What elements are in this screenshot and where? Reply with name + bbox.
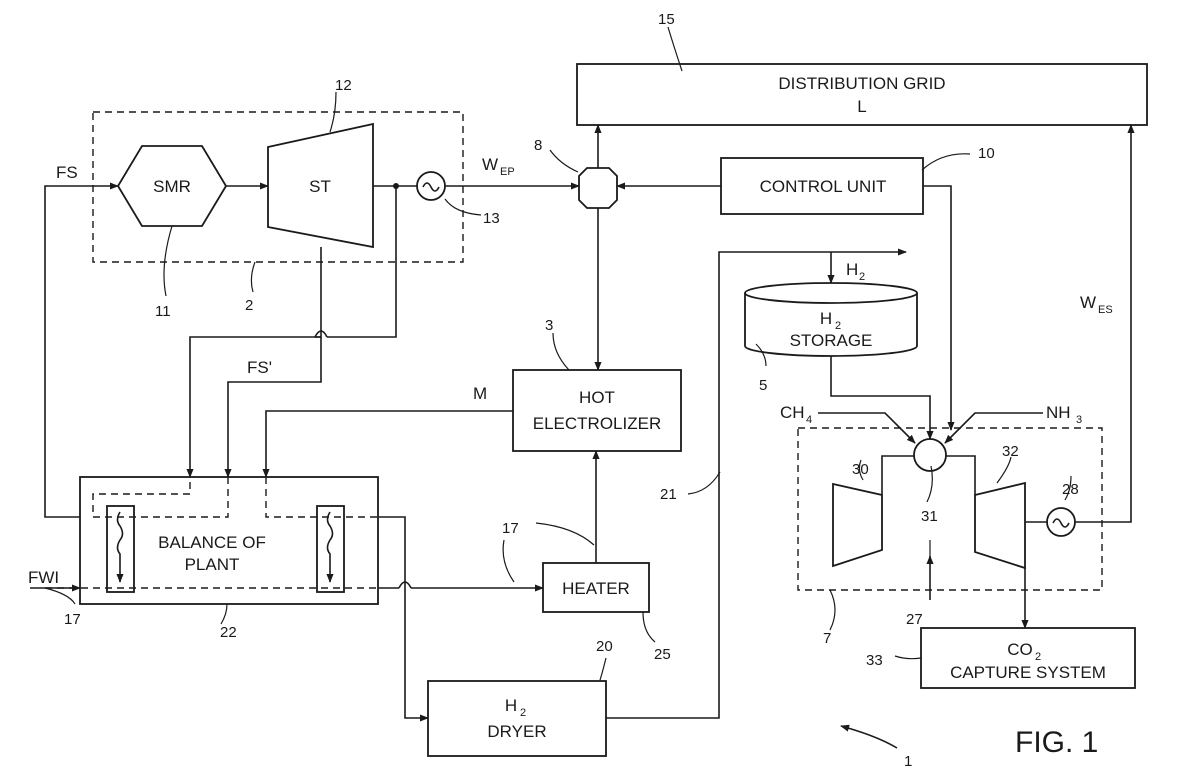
fs-label: FS [56,163,78,182]
storage-to-combustor-line [831,356,930,439]
combustor-31 [914,439,946,471]
co2-capture-label-2: CAPTURE SYSTEM [950,663,1106,682]
nh3-label: NH [1046,403,1071,422]
co2-capture-label-1: CO [1007,640,1033,659]
wes-label: W [1080,293,1096,312]
ref-17a-leader [45,588,75,604]
ref-27: 27 [906,611,923,628]
wes-label-sub: ES [1098,304,1113,316]
h2-dryer-box [428,681,606,756]
hot-electrolizer-box [513,370,681,451]
ref-31: 31 [921,508,938,525]
ref-2: 2 [245,297,253,314]
ch4-label: CH [780,403,805,422]
balance-of-plant-label-1: BALANCE OF [158,533,266,552]
h2-dryer-label-sub: 2 [520,707,526,719]
ref-20: 20 [596,638,613,655]
ref-28: 28 [1062,481,1079,498]
ref-8: 8 [534,137,542,154]
co2-capture-label-sub: 2 [1035,651,1041,663]
ref-5: 5 [759,377,767,394]
ref-15: 15 [658,11,675,28]
h2-header-label: H [846,260,858,279]
h2-dryer-label-1: H [505,696,517,715]
h2-storage-tank-top [745,283,917,303]
bop-to-dryer-line [378,517,428,718]
h2-storage-label-2: STORAGE [790,331,873,350]
wep-label: W [482,155,498,174]
ref-arrow-1 [841,726,897,748]
smr-label: SMR [153,177,191,196]
ch4-label-sub: 4 [806,414,812,426]
heater-label: HEATER [562,579,630,598]
ref-1: 1 [904,753,912,770]
steam-turbine-label: ST [309,177,331,196]
ref-13: 13 [483,210,500,227]
wep-label-sub: EP [500,166,515,178]
fs-prime-label: FS' [247,358,272,377]
ref-32: 32 [1002,443,1019,460]
fs-feed-line [45,186,118,517]
m-stream-line [266,411,513,477]
h2-header-label-sub: 2 [859,271,865,283]
m-label: M [473,384,487,403]
ref-3: 3 [545,317,553,334]
wes-power-line [1075,125,1131,522]
ref-12: 12 [335,77,352,94]
control-unit-label: CONTROL UNIT [760,177,887,196]
compressor-30 [833,484,882,566]
h2-storage-label-1: H [820,309,832,328]
figure-label: FIG. 1 [1015,726,1098,759]
control-to-gt-line [923,186,951,430]
fwi-label: FWI [28,568,59,587]
ref-7: 7 [823,630,831,647]
ch4-feed-line [818,413,915,443]
ref-25: 25 [654,646,671,663]
gas-turbine-32 [975,483,1025,568]
distribution-grid-sub-label: L [857,97,866,116]
hot-electrolizer-label-2: ELECTROLIZER [533,414,661,433]
h2-dryer-label-2: DRYER [487,722,546,741]
ref-17a: 17 [64,611,81,628]
ref-11: 11 [155,303,171,320]
ref-17b: 17 [502,520,519,537]
ref-22: 22 [220,624,237,641]
ref-10: 10 [978,145,995,162]
ref-21: 21 [660,486,677,503]
nh3-label-sub: 3 [1076,414,1082,426]
balance-of-plant-label-2: PLANT [185,555,240,574]
power-node-8 [579,168,617,208]
distribution-grid-label: DISTRIBUTION GRID [778,74,945,93]
hot-electrolizer-label-1: HOT [579,388,615,407]
ref-30: 30 [852,461,869,478]
ref-33: 33 [866,652,883,669]
